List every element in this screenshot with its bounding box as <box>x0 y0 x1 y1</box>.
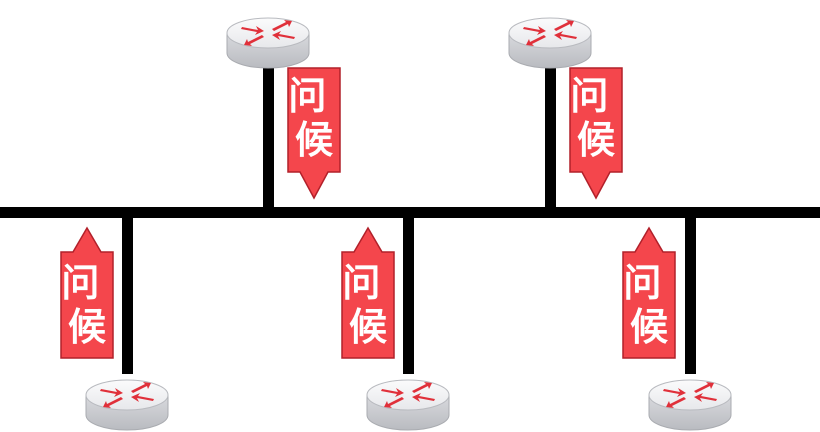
router-top-left <box>226 17 310 69</box>
router-icon <box>85 379 169 431</box>
router-bottom-right <box>648 379 732 431</box>
link-router-top-right <box>545 62 556 212</box>
hello-char-2: 候 <box>295 118 333 162</box>
router-arrows <box>663 382 717 408</box>
router-arrows <box>100 382 154 408</box>
hello-arrow-bottom-middle: 问 候 <box>341 226 395 359</box>
link-router-bottom-middle <box>403 214 414 374</box>
router-top-right <box>508 17 592 69</box>
hello-char-1: 问 <box>61 261 99 305</box>
router-icon <box>648 379 732 431</box>
arrow-up-icon <box>622 226 676 359</box>
router-links <box>122 62 696 374</box>
router-icon <box>366 379 450 431</box>
hello-char-1: 问 <box>288 74 326 118</box>
hello-char-2: 候 <box>349 305 387 349</box>
hello-label: 问 候 <box>342 261 393 349</box>
hello-char-2: 候 <box>68 305 106 349</box>
hello-char-2: 候 <box>577 118 615 162</box>
hello-char-2: 候 <box>630 305 668 349</box>
hello-char-1: 问 <box>570 74 608 118</box>
router-bottom-left <box>85 379 169 431</box>
shared-network-bus <box>0 207 820 218</box>
hello-char-1: 问 <box>342 261 380 305</box>
arrow-up-icon <box>341 226 395 359</box>
routers <box>85 17 732 431</box>
arrow-down-icon <box>287 67 341 200</box>
link-router-bottom-right <box>685 214 696 374</box>
hello-label: 问 候 <box>623 261 674 349</box>
hello-label: 问 候 <box>288 74 339 162</box>
router-icon <box>508 17 592 69</box>
hello-arrows: 问 候 问 候 问 候 <box>60 67 676 359</box>
link-router-top-left <box>263 62 274 212</box>
hello-arrow-bottom-right: 问 候 <box>622 226 676 359</box>
router-arrows <box>523 20 577 46</box>
hello-arrow-top-right: 问 候 <box>569 67 623 200</box>
router-bottom-middle <box>366 379 450 431</box>
router-arrows <box>241 20 295 46</box>
router-arrows <box>381 382 435 408</box>
link-router-bottom-left <box>122 214 133 374</box>
router-icon <box>226 17 310 69</box>
hello-arrow-top-left: 问 候 <box>287 67 341 200</box>
hello-char-1: 问 <box>623 261 661 305</box>
arrow-up-icon <box>60 226 114 359</box>
hello-label: 问 候 <box>570 74 621 162</box>
arrow-down-icon <box>569 67 623 200</box>
hello-label: 问 候 <box>61 261 112 349</box>
hello-arrow-bottom-left: 问 候 <box>60 226 114 359</box>
